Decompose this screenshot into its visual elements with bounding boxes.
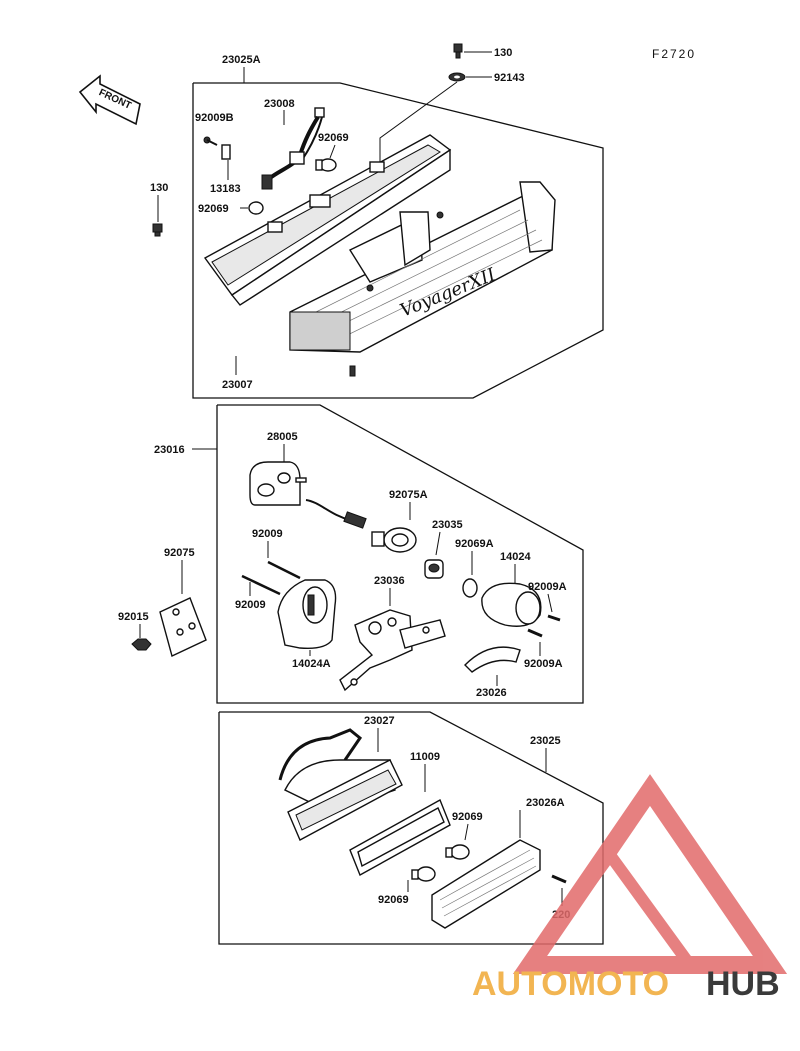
screw-92009-b xyxy=(241,574,281,596)
label-92009-b: 92009 xyxy=(235,599,266,611)
label-23035: 23035 xyxy=(432,519,463,531)
label-23025: 23025 xyxy=(530,735,561,747)
label-92069a-top: 92069A xyxy=(455,538,494,550)
screw-220 xyxy=(551,874,567,884)
wiring-harness-23008 xyxy=(261,107,325,190)
label-92009-a: 92009 xyxy=(252,528,283,540)
figure-code: F2720 xyxy=(652,47,696,61)
label-14024a: 14024A xyxy=(292,658,331,670)
label-23026: 23026 xyxy=(476,687,507,699)
watermark-brand-part1: AUTOMOTO xyxy=(472,965,669,1003)
label-14024: 14024 xyxy=(500,551,531,563)
label-23016: 23016 xyxy=(154,444,185,456)
gasket-13183 xyxy=(221,144,231,160)
bulb-92069-b xyxy=(248,201,264,215)
label-130-top: 130 xyxy=(494,47,512,59)
socket-92075a xyxy=(371,527,417,553)
lens-14024 xyxy=(481,582,542,627)
lens-cover-23007: VoyagerXII xyxy=(289,181,556,353)
screw-92009-a xyxy=(267,560,301,580)
label-23036: 23036 xyxy=(374,575,405,587)
label-28005: 28005 xyxy=(267,431,298,443)
label-23026a: 23026A xyxy=(526,797,565,809)
group-box-top xyxy=(192,82,604,399)
bracket-28005 xyxy=(249,461,367,529)
washer-92143 xyxy=(448,72,466,82)
holder-23035 xyxy=(424,559,444,579)
watermark-brand-part2: HUB xyxy=(706,965,780,1003)
bracket-92075 xyxy=(159,597,207,657)
label-13183: 13183 xyxy=(210,183,241,195)
label-92069-b: 92069 xyxy=(198,203,229,215)
screw-92009b xyxy=(203,136,218,146)
bulb-92069-d xyxy=(411,866,436,882)
label-92009b: 92009B xyxy=(195,112,234,124)
group-box-middle xyxy=(216,404,584,704)
screw-bottom-top-group xyxy=(349,365,356,377)
bulb-92069a xyxy=(462,578,478,598)
label-92143: 92143 xyxy=(494,72,525,84)
gasket-11009 xyxy=(349,799,451,876)
lens-23026a xyxy=(431,839,541,929)
bulb-92069-c xyxy=(445,844,470,860)
bolt-130-left xyxy=(152,223,163,237)
watermark-logo xyxy=(512,774,788,974)
label-92069-c: 92069 xyxy=(452,811,483,823)
label-92069-a: 92069 xyxy=(318,132,349,144)
cover-23026 xyxy=(464,646,521,673)
light-unit-23027 xyxy=(278,728,403,841)
bulb-92069-a xyxy=(315,158,337,172)
label-92075a: 92075A xyxy=(389,489,428,501)
housing-14024a xyxy=(277,579,337,650)
bolt-130-top xyxy=(453,43,463,59)
label-23025a: 23025A xyxy=(222,54,261,66)
screw-92009a-top xyxy=(547,614,561,622)
label-130-left: 130 xyxy=(150,182,168,194)
label-92069-d: 92069 xyxy=(378,894,409,906)
front-arrow-icon: FRONT xyxy=(78,74,141,126)
label-92009a-bottom: 92009A xyxy=(524,658,563,670)
label-92075: 92075 xyxy=(164,547,195,559)
plate-bracket-23036 xyxy=(339,609,446,692)
tail-light-housing xyxy=(203,134,452,306)
label-23027: 23027 xyxy=(364,715,395,727)
nut-92015 xyxy=(131,638,152,651)
label-23008: 23008 xyxy=(264,98,295,110)
label-92009a-top: 92009A xyxy=(528,581,567,593)
label-11009: 11009 xyxy=(410,751,440,763)
label-23007: 23007 xyxy=(222,379,253,391)
screw-92009a-bottom xyxy=(527,628,543,638)
label-92015: 92015 xyxy=(118,611,149,623)
